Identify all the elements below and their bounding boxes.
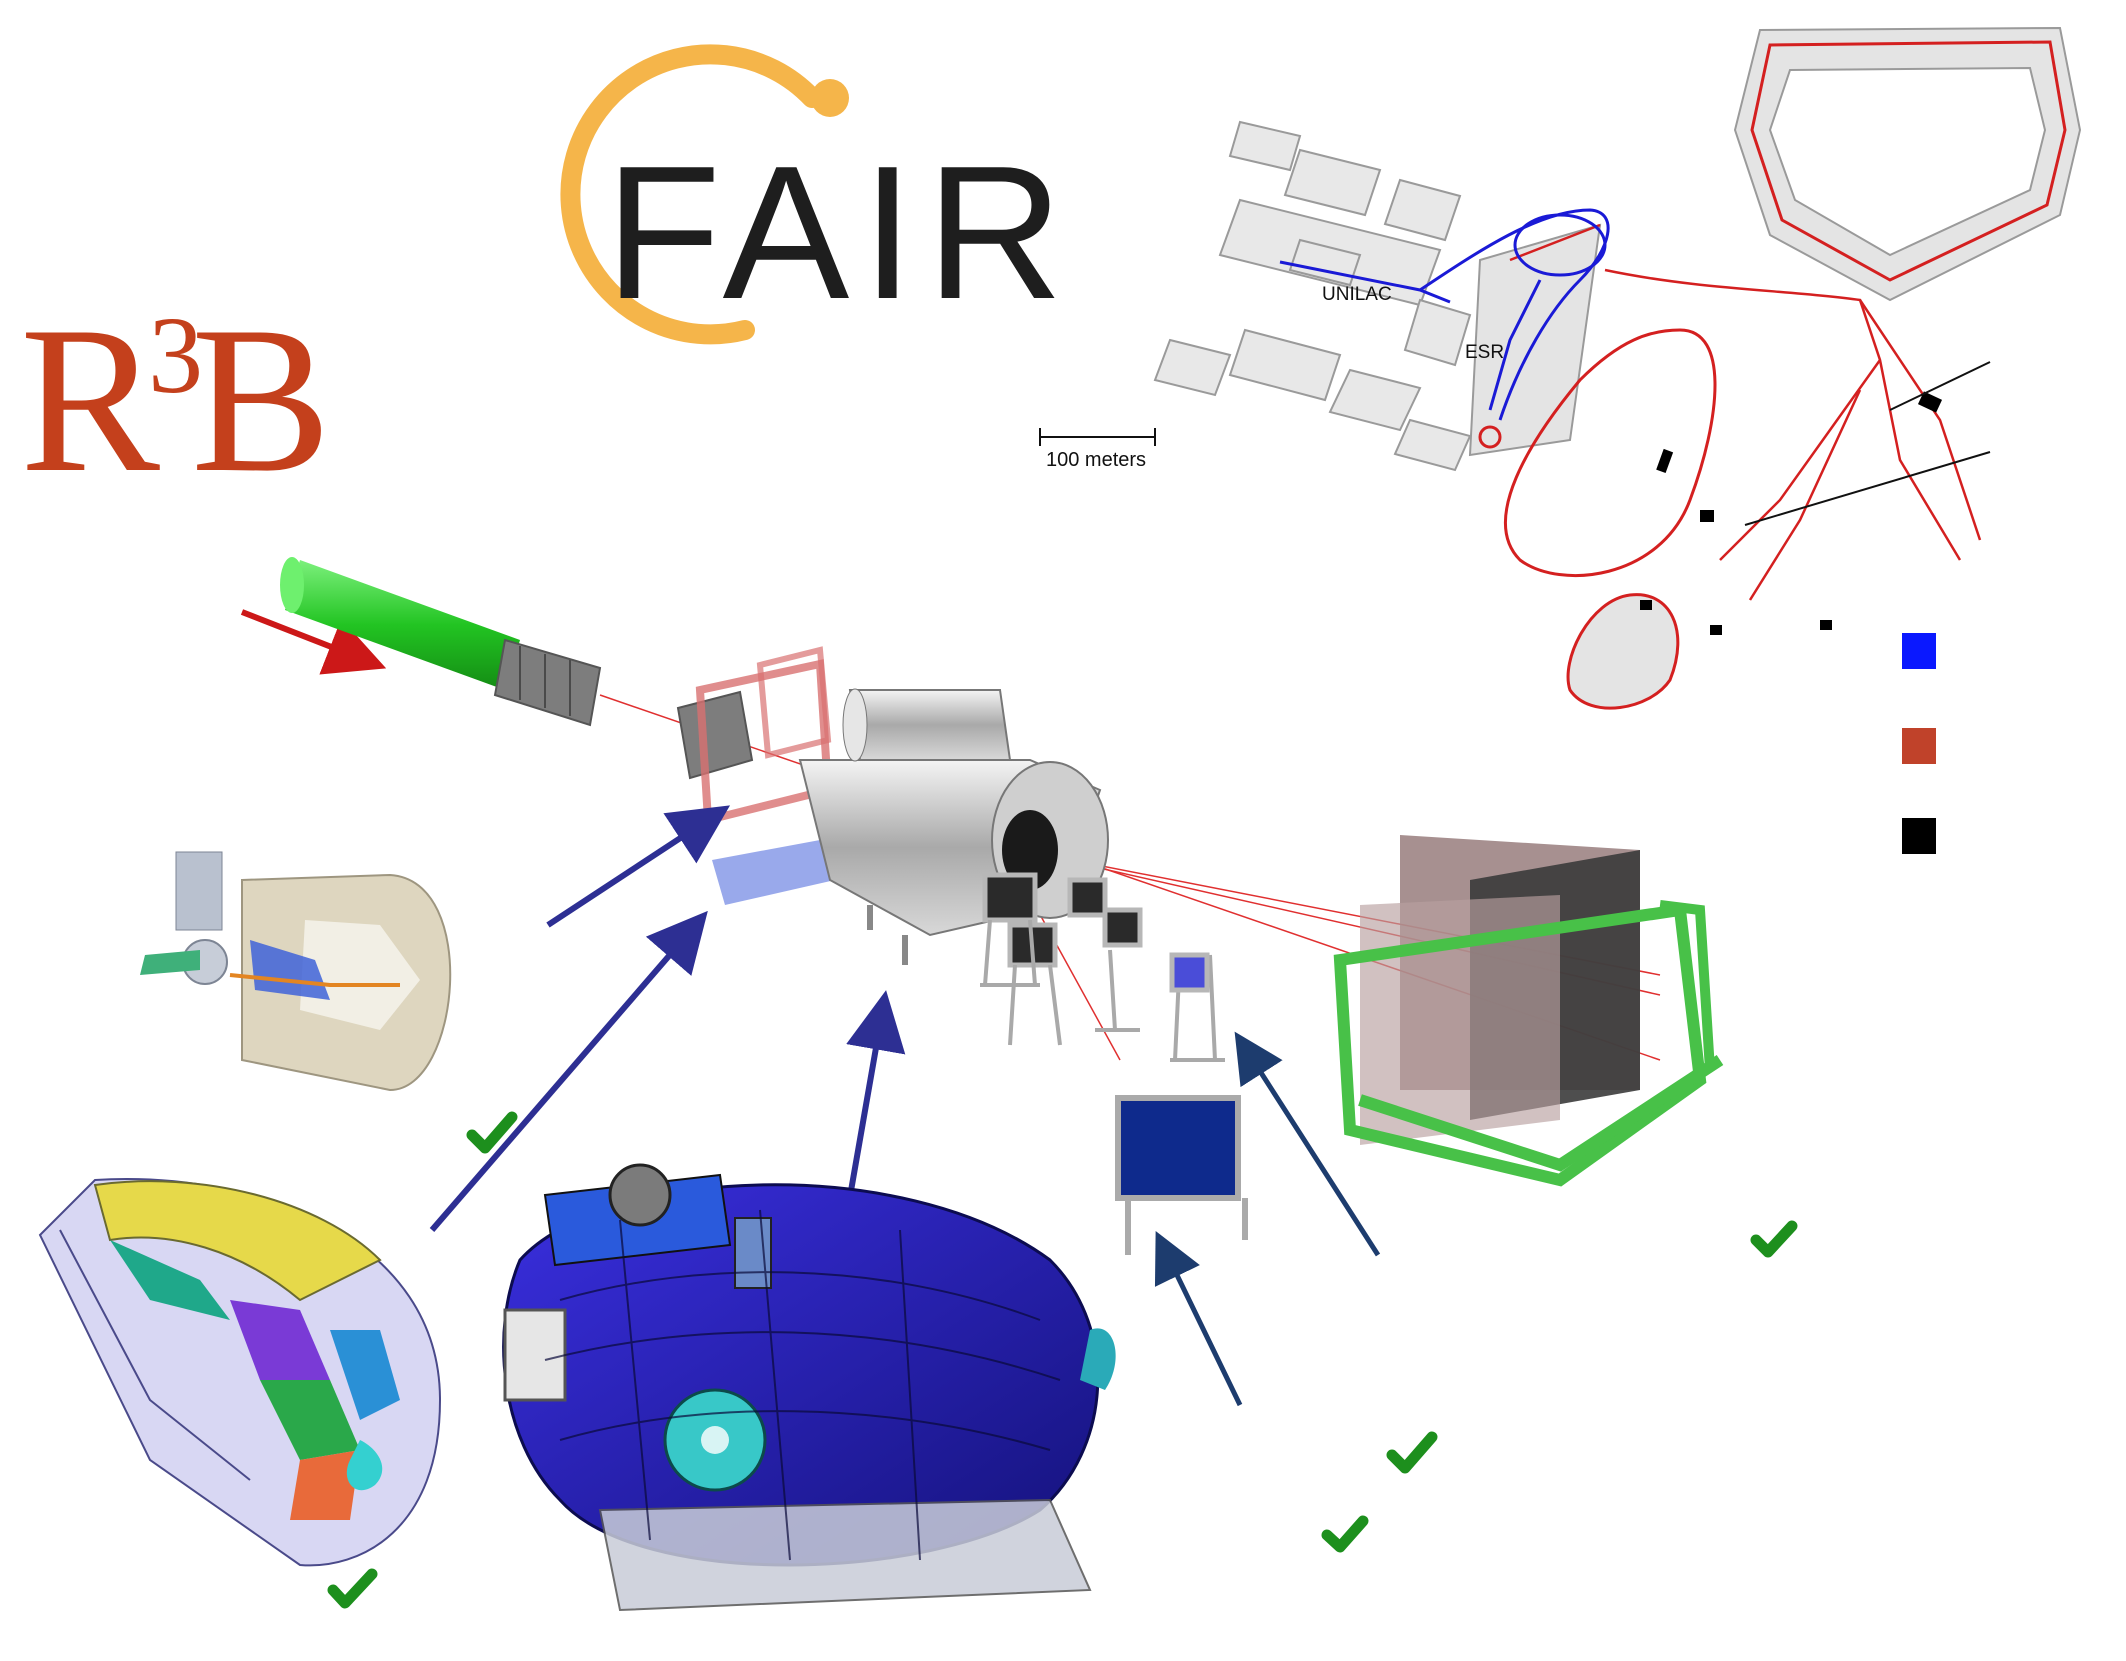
legend-square-black [1902,818,1936,854]
tracking-detectors [980,872,1248,1255]
r3b-logo: R3B [20,294,331,505]
neutron-detector [1333,835,1724,1187]
tof-wall-small [1115,1095,1248,1255]
gsi-buildings [1153,120,1472,472]
check-icon [327,1568,378,1609]
scale-bar-label: 100 meters [1046,449,1146,471]
legend-square-blue [1902,633,1936,669]
glad-magnet [502,1163,1116,1612]
beam-direction-arrow [240,609,387,675]
check-icon [1386,1431,1438,1474]
legend-square-orange [1902,728,1936,764]
r3b-logo-r: R [20,284,160,516]
arrow-to-target-2 [429,910,708,1232]
r3b-logo-sup: 3 [148,294,203,416]
arrow-to-magnet [845,990,906,1209]
arrow-to-tof-1 [1234,1031,1381,1257]
fair-logo: FAIR [560,44,1075,345]
fair-logo-dot [811,79,849,117]
calorimeter [38,1178,442,1567]
check-icon [466,1111,518,1154]
check-icons [327,1111,1798,1609]
dipole-magnet [798,688,1109,965]
scale-bar: 100 meters [1039,428,1156,471]
check-icon [1321,1515,1369,1553]
arrow-to-tof-2 [1154,1231,1243,1407]
check-icon [1750,1220,1798,1258]
unilac-label: UNILAC [1322,284,1392,305]
arrow-to-target-1 [546,805,731,928]
r3b-logo-b: B [191,284,331,516]
fair-logo-text: FAIR [605,127,1075,339]
esr-label: ESR [1465,342,1504,363]
facility-map: UNILAC ESR 100 meters [1039,26,2082,710]
target-chamber-cutaway [140,851,452,1092]
fair-logo-arc [560,44,822,345]
beam-pipe [280,557,602,727]
